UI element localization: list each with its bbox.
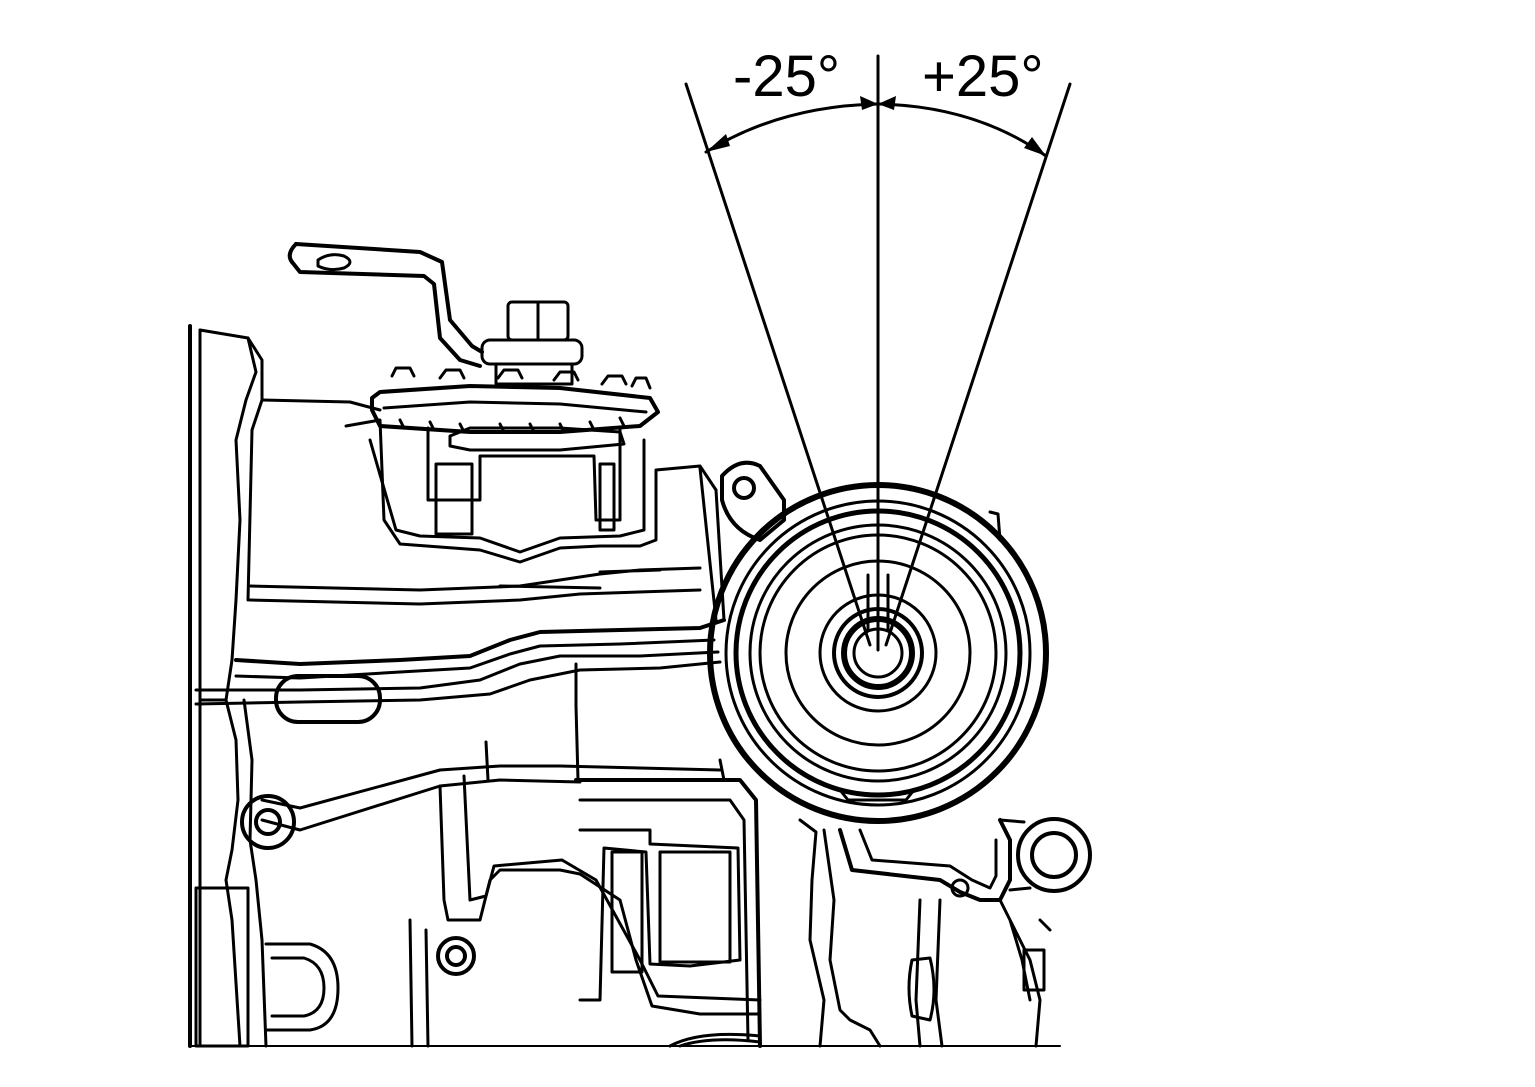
pulley-tab — [988, 510, 1002, 542]
mount-boss-inner — [1030, 831, 1078, 879]
mount-boss-outer — [1016, 817, 1092, 893]
casing-bottom-left — [264, 942, 340, 1032]
pulley-ring-7 — [818, 593, 938, 713]
tube-slot — [274, 674, 382, 724]
casing-bottom-curve — [668, 1032, 762, 1048]
top-housing — [287, 242, 718, 564]
bracket-end — [287, 242, 298, 264]
casing-block-inner — [578, 828, 742, 1002]
minus-25-limit-line — [684, 82, 872, 647]
left-flange — [188, 324, 268, 1048]
casing-block-2 — [578, 798, 750, 1042]
left-arrowhead — [706, 134, 730, 152]
pulley-lower-tab — [838, 788, 916, 802]
mount-outline-2 — [822, 828, 882, 1048]
housing-window — [426, 426, 622, 522]
gear-teeth — [390, 366, 652, 390]
bracket — [290, 242, 484, 368]
hub-outer — [832, 607, 924, 699]
fastener-holes — [240, 460, 786, 976]
hole-left-outer — [240, 794, 296, 850]
tube-right-flange-2 — [714, 488, 726, 622]
gear-plate — [370, 384, 660, 434]
pulley-ring-4 — [748, 523, 1008, 783]
mount-arm-2 — [858, 828, 998, 890]
gear-lower-ring — [448, 426, 626, 452]
right-dimension-arc — [876, 102, 1048, 158]
tube-short-dash-2 — [498, 584, 602, 590]
housing-body — [344, 418, 718, 564]
tube-lower-wall-2 — [234, 638, 716, 680]
left-dimension-arc — [704, 102, 880, 154]
pulley-assembly — [707, 482, 1049, 824]
bolt-shank — [494, 362, 574, 386]
center-arrowhead-left — [860, 96, 878, 110]
casing-outline-mid-2 — [462, 774, 762, 1002]
right-arrowhead — [1024, 137, 1046, 156]
flange-lower-profile-2 — [242, 698, 268, 1048]
hub-inner — [852, 627, 904, 679]
flange-profile — [198, 328, 258, 702]
bolt-washer — [480, 338, 584, 366]
tube-upper-wall-2 — [248, 588, 702, 606]
mount-right-tab — [1022, 948, 1046, 992]
mount-lower-bracket — [914, 898, 944, 1048]
flange-bottom-block — [194, 886, 250, 1048]
mount-arm — [838, 818, 1012, 902]
casing-left-wall — [408, 918, 430, 1048]
mount-boss-arm — [998, 818, 1032, 892]
angle-indicator — [684, 54, 1072, 652]
casing-block-rect — [610, 850, 644, 974]
plus-25-limit-line — [884, 82, 1072, 647]
mount-clip — [907, 956, 936, 1022]
gear-plate-inner — [382, 400, 648, 414]
hole-top-right — [732, 476, 756, 500]
tube-short-dash-1 — [598, 568, 662, 574]
tube-bottom-contour — [194, 650, 720, 692]
hub-ring — [841, 616, 915, 690]
casing-block-rect-2 — [658, 850, 732, 964]
pulley-ring-6 — [784, 559, 972, 747]
hole-bottom-outer — [436, 936, 476, 976]
casing-mid-ribs — [484, 704, 726, 782]
mount-pin — [950, 878, 970, 898]
hole-left-inner — [254, 808, 282, 836]
casing-block — [574, 778, 762, 1048]
pulley-ring-3 — [733, 508, 1023, 798]
hole-bottom-inner — [445, 945, 467, 967]
pulley-ring-2 — [724, 499, 1032, 807]
positive-angle-label: +25° — [922, 44, 1044, 109]
tube-bottom-contour-2 — [194, 660, 722, 706]
tube-lower-wall — [234, 618, 726, 666]
bracket-slot — [316, 253, 352, 272]
housing-window-inner — [434, 462, 474, 536]
casing-outline-mid — [438, 784, 762, 1016]
center-arrowhead-right — [878, 96, 896, 110]
mount-small-line — [1038, 918, 1052, 932]
housing-tube — [194, 398, 726, 724]
mount-outline — [798, 818, 826, 1048]
flange-lower-profile — [198, 698, 242, 1048]
negative-angle-label: -25° — [733, 44, 841, 109]
housing-body-inner — [368, 438, 646, 554]
tube-top-edge — [260, 398, 382, 412]
right-mount — [798, 817, 1092, 1048]
mount-right-bracket — [998, 898, 1042, 1048]
casing-bottom-left-2 — [270, 956, 326, 1018]
hole-top-right-lug — [720, 460, 786, 542]
tube-right-flange — [698, 466, 718, 622]
housing-window-inner-2 — [598, 462, 616, 532]
lower-casing — [260, 704, 762, 1048]
casing-rib-diagonal — [260, 764, 722, 810]
pulley-ring-5 — [758, 533, 998, 773]
